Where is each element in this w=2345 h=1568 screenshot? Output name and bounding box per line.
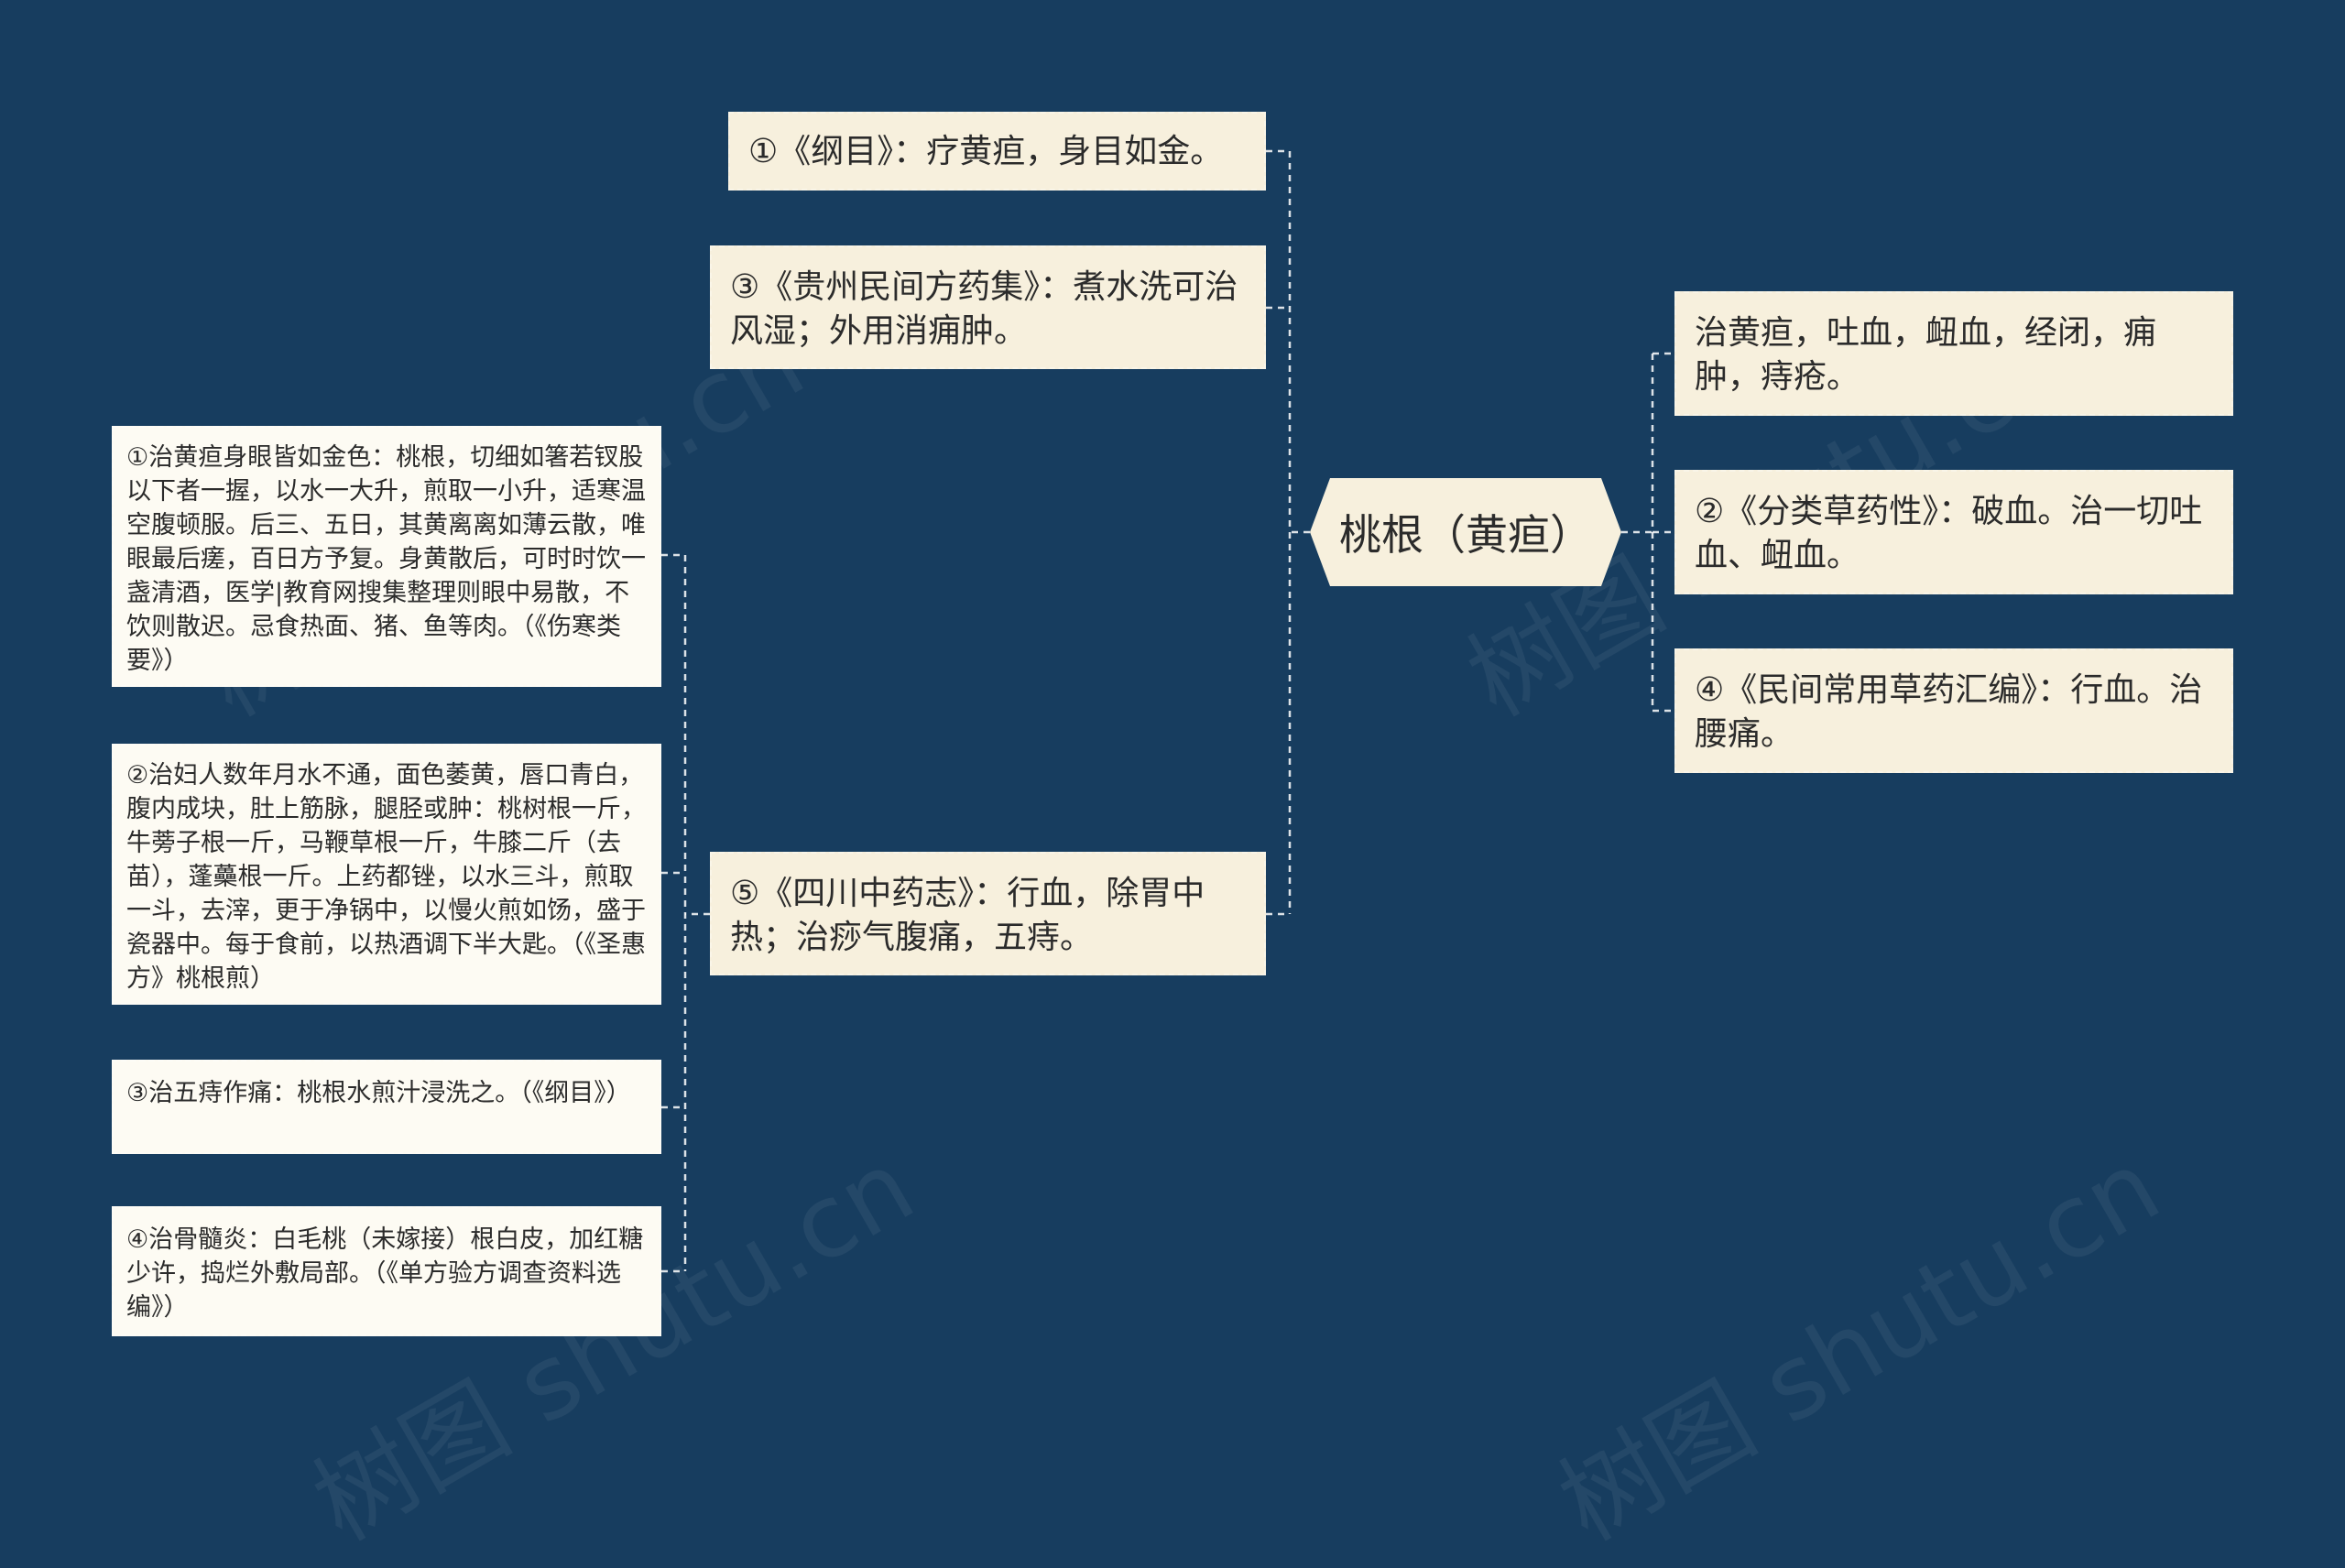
leaf-label: ④治骨髓炎：白毛桃（未嫁接）根白皮，加红糖少许，捣烂外敷局部。（《单方验方调查资…: [126, 1225, 644, 1322]
leaf-label: ③治五痔作痛：桃根水煎汁浸洗之。（《纲目》）: [126, 1079, 631, 1107]
branch-label: ②《分类草药性》：破血。治一切吐血、衄血。: [1695, 493, 2203, 574]
branch-label: ①《纲目》：疗黄疸，身目如金。: [748, 133, 1224, 170]
branch-node-minjian[interactable]: ④《民间常用草药汇编》：行血。治腰痛。: [1674, 648, 2233, 773]
branch-label: ⑤《四川中药志》：行血，除胃中热；治痧气腹痛，五痔。: [730, 875, 1205, 956]
leaf-label: ②治妇人数年月水不通，面色萎黄，唇口青白，腹内成块，肚上筋脉，腿胫或肿：桃树根一…: [126, 761, 646, 993]
leaf-node-jaundice-remedy[interactable]: ①治黄疸身眼皆如金色：桃根，切细如箸若钗股以下者一握，以水一大升，煎取一小升，适…: [112, 426, 661, 687]
root-label: 桃根（黄疸）: [1339, 510, 1592, 560]
branch-label: 治黄疸，吐血，衄血，经闭，痈肿，痔疮。: [1695, 314, 2157, 396]
leaf-node-menses-remedy[interactable]: ②治妇人数年月水不通，面色萎黄，唇口青白，腹内成块，肚上筋脉，腿胫或肿：桃树根一…: [112, 744, 661, 1005]
branch-node-indications[interactable]: 治黄疸，吐血，衄血，经闭，痈肿，痔疮。: [1674, 291, 2233, 416]
branch-node-sichuan[interactable]: ⑤《四川中药志》：行血，除胃中热；治痧气腹痛，五痔。: [710, 852, 1266, 975]
branch-node-guizhou[interactable]: ③《贵州民间方药集》：煮水洗可治风湿；外用消痈肿。: [710, 245, 1266, 369]
leaf-node-hemorrhoid-remedy[interactable]: ③治五痔作痛：桃根水煎汁浸洗之。（《纲目》）: [112, 1060, 661, 1154]
branch-label: ③《贵州民间方药集》：煮水洗可治风湿；外用消痈肿。: [730, 268, 1238, 350]
connector-lines: [661, 149, 1674, 1273]
branch-node-fenlei[interactable]: ②《分类草药性》：破血。治一切吐血、衄血。: [1674, 470, 2233, 594]
root-node[interactable]: 桃根（黄疸）: [1310, 478, 1621, 586]
branch-node-gangmu[interactable]: ①《纲目》：疗黄疸，身目如金。: [728, 112, 1266, 191]
leaf-node-osteomyelitis-remedy[interactable]: ④治骨髓炎：白毛桃（未嫁接）根白皮，加红糖少许，捣烂外敷局部。（《单方验方调查资…: [112, 1206, 661, 1336]
branch-label: ④《民间常用草药汇编》：行血。治腰痛。: [1695, 671, 2203, 753]
leaf-label: ①治黄疸身眼皆如金色：桃根，切细如箸若钗股以下者一握，以水一大升，煎取一小升，适…: [126, 443, 646, 675]
